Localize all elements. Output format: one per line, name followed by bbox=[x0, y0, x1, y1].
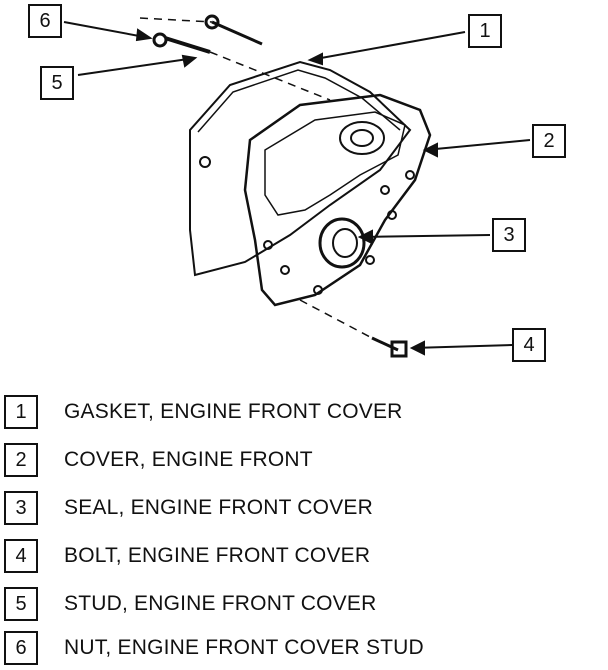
legend-label: STUD, ENGINE FRONT COVER bbox=[64, 592, 377, 615]
legend-label: SEAL, ENGINE FRONT COVER bbox=[64, 496, 373, 519]
legend-number: 6 bbox=[4, 631, 38, 665]
stud-part bbox=[164, 36, 211, 54]
legend-label: BOLT, ENGINE FRONT COVER bbox=[64, 544, 371, 567]
callout-number: 5 bbox=[51, 71, 63, 94]
callout-number: 2 bbox=[543, 129, 555, 152]
nut-part bbox=[152, 32, 168, 48]
legend-label: NUT, ENGINE FRONT COVER STUD bbox=[64, 636, 424, 659]
legend-item: 4 BOLT, ENGINE FRONT COVER bbox=[4, 538, 370, 574]
callout-3: 3 bbox=[492, 218, 526, 252]
callout-number: 4 bbox=[523, 333, 535, 356]
legend-number: 1 bbox=[4, 395, 38, 429]
callout-6: 6 bbox=[28, 4, 62, 38]
callout-number: 6 bbox=[39, 9, 51, 32]
legend-item: 6 NUT, ENGINE FRONT COVER STUD bbox=[4, 630, 424, 666]
cover-upper-boss bbox=[339, 121, 385, 155]
engine-front-cover-drawing bbox=[63, 14, 531, 358]
assembly-line-stud bbox=[209, 51, 331, 101]
exploded-view-diagram: 6 5 1 2 3 4 bbox=[28, 4, 566, 362]
callout-4: 4 bbox=[512, 328, 546, 362]
legend-item: 3 SEAL, ENGINE FRONT COVER bbox=[4, 490, 373, 526]
parts-legend: 1 GASKET, ENGINE FRONT COVER 2 COVER, EN… bbox=[0, 392, 608, 670]
callout-number: 3 bbox=[503, 223, 515, 246]
callout-1: 1 bbox=[468, 14, 502, 48]
cover-raised-section bbox=[264, 111, 406, 216]
legend-label: COVER, ENGINE FRONT bbox=[64, 448, 313, 471]
bolt-part bbox=[371, 336, 399, 352]
legend-number: 5 bbox=[4, 587, 38, 621]
callout-5: 5 bbox=[40, 66, 74, 100]
callout-number: 1 bbox=[479, 19, 491, 42]
legend-number: 2 bbox=[4, 443, 38, 477]
gasket-inner-outline bbox=[197, 69, 401, 133]
assembly-line-top bbox=[139, 17, 213, 23]
legend-number: 4 bbox=[4, 539, 38, 573]
callout-2: 2 bbox=[532, 124, 566, 158]
legend-item: 5 STUD, ENGINE FRONT COVER bbox=[4, 586, 376, 622]
gasket-outline bbox=[189, 60, 412, 277]
legend-item: 1 GASKET, ENGINE FRONT COVER bbox=[4, 394, 403, 430]
legend-label: GASKET, ENGINE FRONT COVER bbox=[64, 400, 403, 423]
front-cover-seal bbox=[318, 217, 366, 269]
legend-number: 3 bbox=[4, 491, 38, 525]
legend-item: 2 COVER, ENGINE FRONT bbox=[4, 442, 313, 478]
assembly-line-bolt bbox=[299, 299, 373, 339]
top-fastener-part bbox=[211, 20, 263, 46]
cover-upper-boss-inner bbox=[350, 129, 374, 147]
front-cover-seal-inner bbox=[332, 228, 358, 258]
